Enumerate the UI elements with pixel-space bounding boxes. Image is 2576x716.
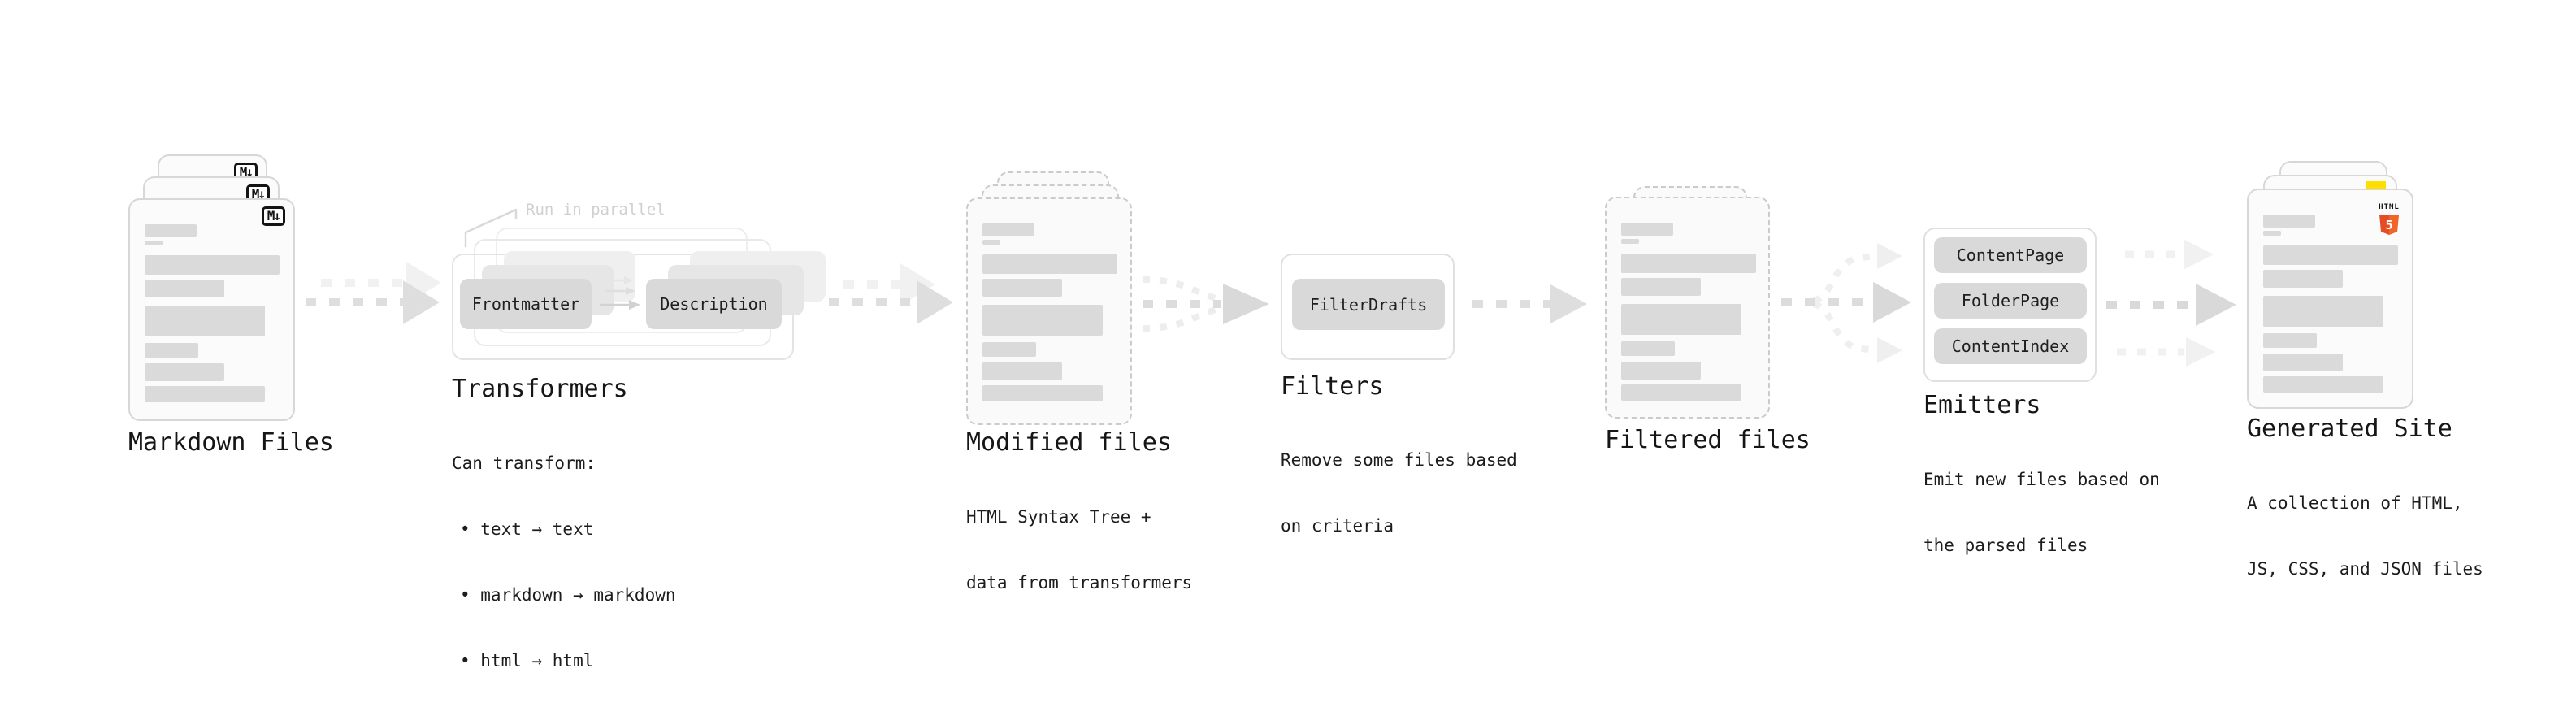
contentpage-box: ContentPage xyxy=(1934,237,2087,273)
doc-text-line xyxy=(982,279,1062,297)
transformers-description: Can transform: • text → text • markdown … xyxy=(452,409,676,716)
emitters-description: Emit new files based on the parsed files xyxy=(1923,425,2160,601)
doc-text-line xyxy=(2263,215,2315,228)
doc-text-line xyxy=(1621,304,1741,335)
markdown-files-label: Markdown Files xyxy=(128,428,334,457)
doc-text-line xyxy=(982,240,1000,245)
transformers-label: Transformers xyxy=(452,375,628,403)
arrow-emitters-to-site xyxy=(2106,240,2236,367)
doc-text-line xyxy=(1621,254,1756,273)
site-desc-line: JS, CSS, and JSON files xyxy=(2247,559,2483,579)
run-in-parallel-callout-line xyxy=(464,208,518,247)
html5-icon-text: HTML xyxy=(2379,203,2400,211)
transformers-bullet: • html → html xyxy=(460,651,594,670)
modified-desc-line: HTML Syntax Tree + xyxy=(966,507,1151,527)
doc-text-line xyxy=(982,254,1117,274)
doc-text-line xyxy=(145,224,197,237)
doc-text-line xyxy=(1621,239,1639,244)
transformers-desc-title: Can transform: xyxy=(452,453,596,473)
markdown-doc-front: M↓ xyxy=(128,198,295,421)
html5-icon: HTML 5 xyxy=(2378,197,2400,237)
doc-text-line xyxy=(145,363,224,381)
modified-desc-line: data from transformers xyxy=(966,573,1193,592)
emitters-desc-line: Emit new files based on xyxy=(1923,470,2160,489)
doc-text-line xyxy=(2263,231,2281,236)
doc-text-line xyxy=(2263,245,2398,265)
doc-text-line xyxy=(982,223,1034,236)
filters-label: Filters xyxy=(1281,372,1384,401)
doc-text-line xyxy=(1621,362,1701,380)
svg-text:5: 5 xyxy=(2385,218,2392,232)
description-box: Description xyxy=(646,279,782,329)
filters-desc-line: Remove some files based xyxy=(1281,450,1517,470)
transformers-bullet: • text → text xyxy=(460,519,594,539)
doc-text-line xyxy=(2263,296,2383,327)
doc-text-line xyxy=(982,362,1062,380)
arrow-filtered-to-emitters xyxy=(1781,243,1911,363)
doc-text-line xyxy=(1621,223,1673,236)
generated-site-label: Generated Site xyxy=(2247,414,2452,443)
flow-arrows-layer xyxy=(306,208,2236,367)
run-in-parallel-note: Run in parallel xyxy=(526,201,666,219)
filters-description: Remove some files based on criteria xyxy=(1281,406,1517,581)
doc-text-line xyxy=(982,342,1036,357)
modified-files-label: Modified files xyxy=(966,428,1172,457)
modified-doc-front xyxy=(966,197,1132,425)
doc-text-line xyxy=(145,280,224,297)
doc-text-line xyxy=(982,385,1103,401)
frontmatter-box: Frontmatter xyxy=(460,279,592,329)
doc-text-line xyxy=(145,255,280,275)
folderpage-box: FolderPage xyxy=(1934,283,2087,319)
filters-desc-line: on criteria xyxy=(1281,516,1394,536)
filtered-files-label: Filtered files xyxy=(1605,426,1811,454)
modified-files-description: HTML Syntax Tree + data from transformer… xyxy=(966,462,1192,638)
doc-text-line xyxy=(1621,278,1701,296)
filterdrafts-box: FilterDrafts xyxy=(1292,279,1445,330)
doc-text-line xyxy=(145,306,265,336)
arrow-modified-to-filters xyxy=(1142,276,1269,332)
doc-text-line xyxy=(145,386,265,402)
arrow-transformers-to-modified xyxy=(829,263,953,324)
doc-text-line xyxy=(1621,341,1675,356)
doc-text-line xyxy=(982,305,1103,336)
pipeline-diagram: { "diagram_title": "Static site generati… xyxy=(128,154,2483,670)
doc-text-line xyxy=(145,343,198,358)
doc-text-line xyxy=(1621,384,1741,401)
generated-site-description: A collection of HTML, JS, CSS, and JSON … xyxy=(2247,449,2483,624)
doc-text-line xyxy=(2263,270,2343,288)
contentindex-box: ContentIndex xyxy=(1934,328,2087,364)
emitters-label: Emitters xyxy=(1923,391,2041,419)
doc-text-line xyxy=(2263,354,2343,371)
site-doc-html: HTML 5 xyxy=(2247,189,2413,409)
markdown-icon: M↓ xyxy=(261,206,285,226)
transformers-bullet: • markdown → markdown xyxy=(460,585,676,605)
doc-text-line xyxy=(2263,376,2383,393)
arrow-markdown-to-transformers xyxy=(306,262,441,324)
doc-text-line xyxy=(145,241,163,245)
site-desc-line: A collection of HTML, xyxy=(2247,493,2463,513)
filtered-doc-front xyxy=(1605,197,1770,419)
arrow-filters-to-filtered xyxy=(1472,284,1587,323)
doc-text-line xyxy=(2263,333,2317,348)
emitters-desc-line: the parsed files xyxy=(1923,536,2088,555)
